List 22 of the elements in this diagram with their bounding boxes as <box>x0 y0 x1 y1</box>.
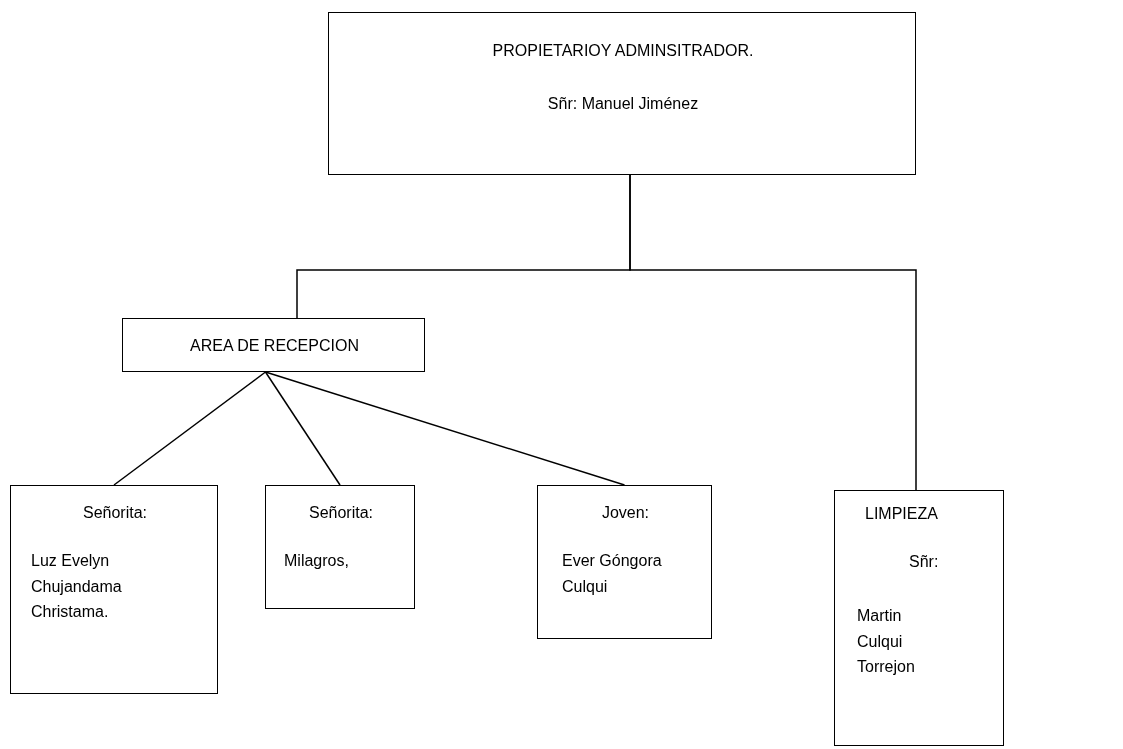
title-label: Señorita: <box>81 503 148 523</box>
person-name: Ever Góngora Culqui <box>562 551 663 597</box>
department-label: AREA DE RECEPCION <box>189 336 360 356</box>
org-box <box>10 485 218 694</box>
person-name: Luz Evelyn Chujandama Christama. <box>31 551 123 623</box>
connector-line <box>264 371 341 486</box>
person-name: Milagros, <box>284 551 350 571</box>
title-label: Señorita: <box>307 503 374 523</box>
org-box <box>328 12 916 175</box>
title-label: Joven: <box>600 503 651 523</box>
org-box <box>834 490 1004 746</box>
title-text: PROPIETARIOY ADMINSITRADOR. <box>491 41 755 61</box>
department-label: LIMPIEZA <box>865 504 939 524</box>
org-box <box>537 485 712 639</box>
connector-line <box>113 371 267 486</box>
org-box <box>122 318 425 372</box>
connector-line <box>264 371 626 486</box>
person-name: Sñr: Manuel Jiménez <box>546 94 700 114</box>
person-name: Martin Culqui Torrejon <box>857 606 916 678</box>
org-box <box>265 485 415 609</box>
title-label: Sñr: <box>909 552 940 572</box>
connector-line <box>629 174 917 491</box>
